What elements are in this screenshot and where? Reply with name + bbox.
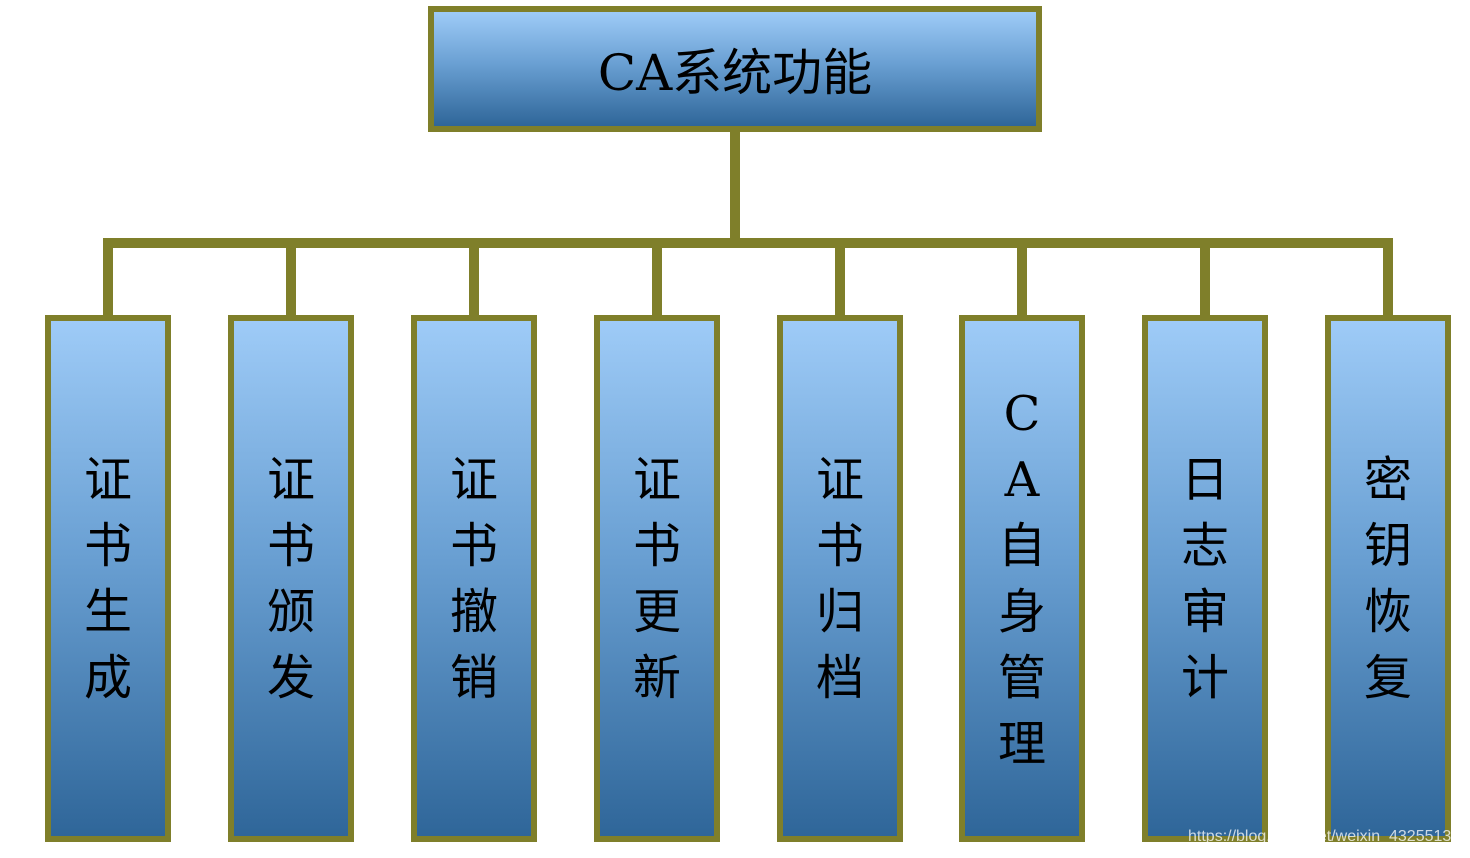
label-glyph: 更: [632, 583, 681, 640]
label-glyph: 撤: [449, 583, 498, 640]
connector-drop-1: [103, 238, 113, 320]
label-glyph: 理: [997, 715, 1046, 772]
child-label: 密钥恢复: [1364, 447, 1412, 711]
label-glyph: 书: [266, 517, 315, 574]
label-glyph: C: [1003, 385, 1041, 442]
child-node-4: 证书更新: [594, 315, 720, 842]
child-node-2: 证书颁发: [228, 315, 354, 842]
label-glyph: 密: [1363, 451, 1412, 508]
label-glyph: 销: [449, 649, 498, 706]
label-glyph: 档: [815, 649, 864, 706]
connector-drop-7: [1200, 238, 1210, 320]
connector-bus: [103, 238, 1393, 248]
label-glyph: 证: [266, 451, 315, 508]
label-glyph: 志: [1180, 517, 1229, 574]
child-node-3: 证书撤销: [411, 315, 537, 842]
label-glyph: 证: [632, 451, 681, 508]
child-label: 证书颁发: [267, 447, 315, 711]
child-node-8: 密钥恢复: [1325, 315, 1451, 842]
label-glyph: A: [1004, 451, 1040, 508]
label-glyph: 发: [266, 649, 315, 706]
label-glyph: 复: [1363, 649, 1412, 706]
label-glyph: 证: [449, 451, 498, 508]
label-glyph: 审: [1180, 583, 1229, 640]
watermark-url: https://blog.csdn.net/weixin_43255138: [1188, 828, 1461, 845]
label-glyph: 管: [997, 649, 1046, 706]
label-glyph: 身: [997, 583, 1046, 640]
root-label: CA系统功能: [597, 44, 873, 102]
child-node-5: 证书归档: [777, 315, 903, 842]
connector-drop-4: [652, 238, 662, 320]
label-glyph: 书: [815, 517, 864, 574]
connector-drop-2: [286, 238, 296, 320]
label-glyph: 计: [1180, 649, 1229, 706]
child-label: 证书归档: [816, 447, 864, 711]
connector-drop-3: [469, 238, 479, 320]
root-node: CA系统功能: [428, 6, 1042, 132]
label-glyph: 生: [83, 583, 132, 640]
connector-drop-6: [1017, 238, 1027, 320]
label-glyph: 归: [815, 583, 864, 640]
label-glyph: 颁: [266, 583, 315, 640]
label-glyph: 证: [83, 451, 132, 508]
label-glyph: 钥: [1363, 517, 1412, 574]
connector-drop-8: [1383, 238, 1393, 320]
label-glyph: 新: [632, 649, 681, 706]
label-glyph: 自: [997, 517, 1046, 574]
label-glyph: 证: [815, 451, 864, 508]
child-node-7: 日志审计: [1142, 315, 1268, 842]
connector-trunk: [730, 128, 740, 244]
child-label: 日志审计: [1181, 447, 1229, 711]
label-glyph: 书: [83, 517, 132, 574]
child-label: 证书更新: [633, 447, 681, 711]
connector-drop-5: [835, 238, 845, 320]
child-label: 证书生成: [84, 447, 132, 711]
label-glyph: 日: [1180, 451, 1229, 508]
child-node-1: 证书生成: [45, 315, 171, 842]
child-label: 证书撤销: [450, 447, 498, 711]
label-glyph: 成: [83, 649, 132, 706]
label-glyph: 书: [449, 517, 498, 574]
label-glyph: 书: [632, 517, 681, 574]
label-glyph: 恢: [1363, 583, 1412, 640]
